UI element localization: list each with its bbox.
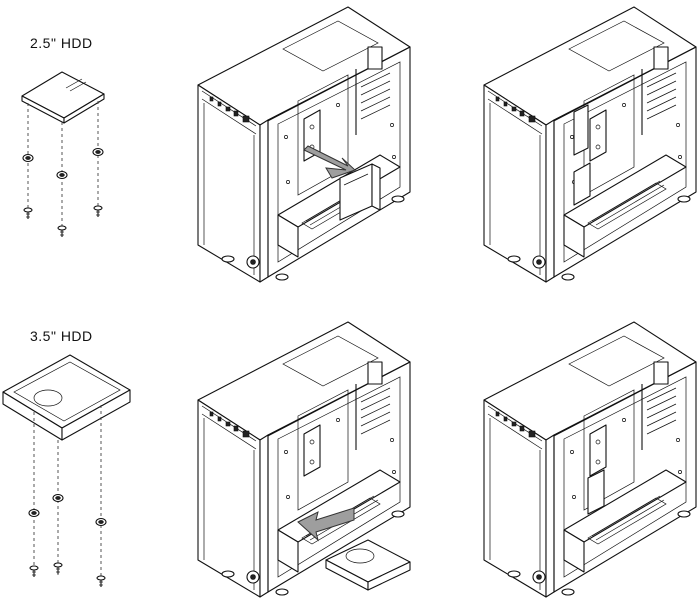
hdd-25-insert	[339, 163, 381, 221]
hdd-25-exploded	[21, 71, 105, 238]
case-25-before	[197, 6, 411, 283]
hdd-35-label: 3.5" HDD	[30, 328, 93, 344]
case-25-after	[483, 6, 697, 283]
hdd-35-exploded	[2, 354, 131, 588]
install-arrow-25	[303, 145, 356, 179]
hdd-25-label: 2.5" HDD	[30, 35, 93, 51]
hdd-35-insert	[325, 539, 411, 591]
install-arrow-35	[297, 507, 355, 542]
case-35-after	[483, 321, 697, 598]
